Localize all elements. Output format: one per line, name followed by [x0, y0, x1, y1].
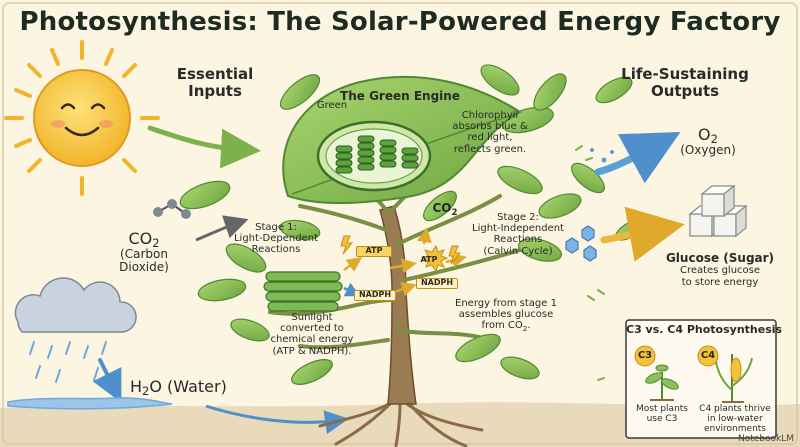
atp-label: ATP	[356, 246, 392, 257]
c4-desc-line1: C4 plants thrive	[699, 404, 771, 414]
co2-input-name-line2: Dioxide)	[119, 260, 169, 275]
inputs-heading-line2: Inputs	[188, 81, 242, 100]
c4-description: C4 plants thrive in low-water environmen…	[696, 404, 774, 434]
stage1-desc-line2: converted to	[280, 323, 344, 335]
co2-molecule-icon	[153, 199, 191, 219]
inputs-heading-line1: Essential	[176, 65, 254, 83]
sun-icon	[4, 40, 160, 196]
glucose-desc-line2: to store energy	[681, 276, 759, 288]
foliage	[179, 64, 645, 385]
stage2-line4: (Calvin Cycle)	[483, 245, 553, 257]
outputs-heading-line2: Outputs	[650, 81, 720, 100]
water-formula-sub: 2	[142, 384, 150, 398]
stage2-desc-co2-sub: 2	[522, 324, 528, 334]
c3-desc-line2: use C3	[646, 414, 678, 425]
glucose-arrow	[600, 206, 685, 262]
oxygen-output-label: O2 (Oxygen)	[668, 126, 748, 157]
stage2-desc-co2: from CO	[481, 320, 523, 332]
stage2-description: Energy from stage 1 assembles glucose fr…	[446, 298, 566, 334]
c3-desc-line1: Most plants	[635, 404, 688, 414]
water-arrow	[205, 404, 349, 435]
sunlight-arrow	[147, 125, 261, 169]
nadph-label: NADPH	[354, 290, 396, 301]
c3-plant-icon	[645, 364, 679, 401]
stage2-line1: Stage 2:	[497, 212, 539, 223]
stage2-desc-end: .	[527, 320, 531, 332]
page-title: Photosynthesis: The Solar-Powered Energy…	[19, 7, 781, 37]
co2-input-formula-sub: 2	[152, 236, 160, 250]
stage2-desc-line2: assembles glucose	[458, 309, 554, 321]
roots	[318, 396, 484, 447]
stage1-line2: Light-Dependent	[233, 233, 318, 245]
green-label: Green	[316, 100, 348, 111]
water-input-label: H2O (Water)	[130, 377, 260, 398]
center-co2-sub: 2	[451, 208, 458, 218]
co2-input-formula-base: CO	[128, 229, 153, 248]
glucose-hexagon-icons	[565, 225, 597, 262]
center-co2-label: CO2	[420, 201, 470, 218]
stage1-line3: Reactions	[251, 244, 301, 256]
inputs-heading: Essential Inputs	[160, 66, 270, 100]
engine-desc-line4: reflects green.	[453, 143, 527, 155]
nadph2-label: NADPH	[416, 278, 458, 289]
water-puddle	[7, 397, 173, 410]
sugar-cubes-icon	[688, 184, 748, 238]
stage1-desc-line3: chemical energy	[270, 334, 354, 346]
co2-input-label: CO2 (Carbon Dioxide)	[104, 230, 184, 275]
c4-badge: C4	[700, 350, 716, 361]
c3-description: Most plants use C3	[630, 404, 694, 424]
oxygen-formula-base: O	[698, 125, 711, 144]
c3-c4-heading: C3 vs. C4 Photosynthesis	[626, 323, 783, 336]
engine-desc-line3: red light,	[467, 132, 513, 144]
stage2-line3: Reactions	[493, 234, 543, 246]
glucose-desc-line1: Creates glucose	[679, 265, 761, 277]
engine-description: Chlorophyll absorbs blue & red light, re…	[440, 110, 540, 155]
tree-trunk	[379, 205, 417, 405]
stage1-description: Sunlight converted to chemical energy (A…	[262, 312, 362, 357]
watermark: NotebookLM	[737, 434, 794, 444]
c4-badge-bg	[697, 345, 719, 367]
stage2-desc-line3: from CO2.	[446, 320, 566, 334]
co2-input-name-line1: (Carbon	[120, 246, 168, 261]
atp2-label: ATP	[420, 255, 438, 264]
glucose-output-label: Glucose (Sugar) Creates glucose to store…	[650, 251, 790, 288]
oxygen-bubbles	[590, 148, 622, 166]
c3-c4-panel	[625, 319, 777, 439]
stage1-line1: Stage 1:	[255, 222, 297, 233]
outputs-heading-line1: Life-Sustaining	[621, 65, 749, 83]
stage1-label: Stage 1: Light-Dependent Reactions	[226, 222, 326, 256]
oxygen-name: (Oxygen)	[680, 142, 736, 157]
decor-dashes	[575, 145, 605, 381]
glucose-name: Glucose (Sugar)	[665, 251, 775, 265]
co2-input-formula: CO2	[104, 229, 184, 250]
co2-arrow	[195, 215, 249, 242]
engine-desc-line2: absorbs blue &	[452, 121, 528, 133]
energy-burst-icons	[340, 235, 462, 273]
water-formula-rest: O (Water)	[149, 377, 227, 396]
stage2-desc-line1: Energy from stage 1	[455, 298, 557, 309]
c3-badge: C3	[637, 350, 653, 361]
oxygen-formula-sub: 2	[710, 132, 718, 146]
stage2-line2: Light-Independent	[472, 223, 564, 235]
rain-arrow	[92, 358, 122, 403]
stage1-desc-line1: Sunlight	[291, 312, 333, 323]
engine-desc-line1: Chlorophyll	[461, 110, 519, 121]
c4-desc-line2: in low-water	[707, 414, 763, 425]
c4-desc-line3: environments	[703, 424, 766, 435]
c3-badge-bg	[634, 345, 656, 367]
oxygen-formula: O2	[668, 125, 748, 146]
thylakoid-stack-icon	[263, 271, 343, 312]
oxygen-arrow	[594, 131, 681, 184]
outputs-heading: Life-Sustaining Outputs	[610, 66, 760, 100]
rain-cloud-icon	[14, 277, 137, 383]
stage1-desc-line4: (ATP & NADPH).	[272, 345, 352, 357]
center-co2-base: CO	[432, 201, 452, 215]
water-formula-base: H	[130, 377, 143, 396]
chloroplast-icon	[316, 120, 432, 192]
stage2-label: Stage 2: Light-Independent Reactions (Ca…	[468, 212, 568, 257]
green-engine-heading: The Green Engine	[340, 89, 460, 103]
c4-corn-icon	[715, 354, 753, 403]
